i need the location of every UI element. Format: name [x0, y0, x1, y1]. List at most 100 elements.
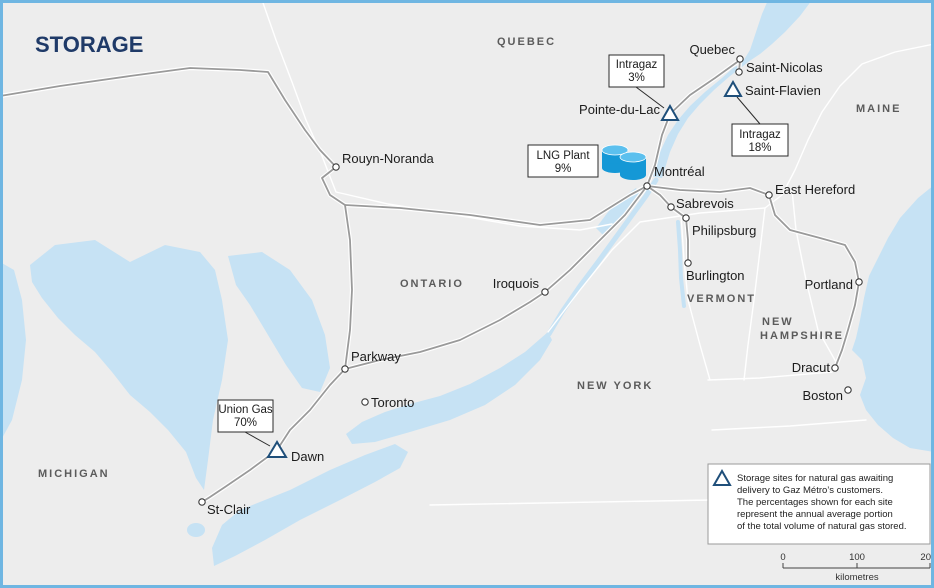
city-dot-icon	[684, 259, 692, 267]
lake-erie	[212, 444, 408, 566]
city-dot-icon	[198, 498, 206, 506]
legend-box	[707, 463, 931, 545]
city-label-burlington: Burlington	[686, 268, 745, 283]
scale-line	[782, 563, 931, 569]
storage-label-saint-flavien: Saint-Flavien	[745, 83, 821, 98]
city-dot-icon	[341, 365, 349, 373]
city-dot-icon	[735, 68, 743, 76]
region-label-michigan: MICHIGAN	[38, 468, 110, 480]
callout-box	[217, 399, 274, 433]
city-dot-icon	[855, 278, 863, 286]
border-ny-vt	[680, 213, 711, 381]
region-label-new-hampshire-line2: HAMPSHIRE	[760, 330, 844, 342]
city-dot-icon	[667, 203, 675, 211]
border-ma-north	[707, 371, 833, 381]
storage-label-dawn: Dawn	[291, 449, 324, 464]
region-label-new-hampshire-line1: NEW	[762, 316, 794, 328]
storage-label-pointe-du-lac: Pointe-du-Lac	[579, 102, 660, 117]
city-label-montreal: Montréal	[654, 164, 705, 179]
georgian-bay	[228, 252, 330, 392]
city-label-portland: Portland	[805, 277, 853, 292]
scale-tick-label: 20	[920, 552, 931, 563]
pipeline-montreal-dracut	[646, 185, 860, 369]
callout-share: 3%	[628, 72, 645, 84]
region-label-vermont: VERMONT	[687, 293, 756, 305]
lng-tank-icon	[601, 144, 647, 180]
city-dot-icon	[361, 398, 369, 406]
callout-connector-union-gas	[244, 431, 271, 447]
legend-line: The percentages shown for each site	[737, 497, 893, 508]
border-ma-south	[711, 419, 867, 431]
pipeline-montreal-quebec	[646, 59, 741, 187]
lake-huron	[30, 240, 228, 490]
callout-lng-plant: LNG Plant 9%	[527, 144, 599, 178]
lake-champlain	[676, 220, 686, 308]
city-dot-icon	[332, 163, 340, 171]
city-label-quebec: Quebec	[689, 42, 735, 57]
city-label-dracut: Dracut	[792, 360, 831, 375]
callout-share: 18%	[748, 142, 771, 154]
pipeline-montreal-burlington	[646, 185, 689, 264]
storage-sites: Pointe-du-Lac Saint-Flavien Dawn	[266, 79, 821, 464]
tank-base	[620, 170, 646, 180]
borders	[261, 0, 934, 506]
scale-unit: kilometres	[835, 572, 879, 583]
region-label-new-york: NEW YORK	[577, 380, 653, 392]
region-label-ontario: ONTARIO	[400, 278, 464, 290]
callout-box	[608, 54, 665, 88]
atlantic-ocean	[852, 185, 934, 452]
callout-operator: LNG Plant	[536, 150, 590, 162]
city-label-iroquois: Iroquois	[493, 276, 540, 291]
callout-union-gas: Union Gas 70%	[217, 399, 274, 433]
callout-share: 9%	[555, 163, 572, 175]
callout-box	[731, 123, 789, 157]
storage-triangle-icon	[712, 468, 732, 486]
border-ny-pa	[429, 499, 713, 506]
border-canada-us	[547, 43, 934, 333]
lake-ontario	[346, 332, 552, 444]
city-markers	[198, 55, 863, 506]
city-label-east-hereford: East Hereford	[775, 182, 855, 197]
border-ontario-quebec	[261, 0, 613, 231]
city-label-toronto: Toronto	[371, 395, 414, 410]
region-labels: QUEBEC MAINE ONTARIO VERMONT NEW HAMPSHI…	[38, 36, 899, 480]
city-label-boston: Boston	[803, 388, 843, 403]
city-dot-icon	[831, 364, 839, 372]
page-title: STORAGE	[35, 32, 143, 57]
callout-share: 70%	[234, 417, 257, 429]
scale-bar: 0 100 20 kilometres	[780, 552, 931, 583]
callout-connectors	[244, 86, 761, 447]
city-dot-icon	[541, 288, 549, 296]
scale-tick-label: 100	[849, 552, 865, 563]
st-lawrence-river-lower	[546, 177, 659, 337]
city-dot-icon	[736, 55, 744, 63]
pipeline-parkway-montreal	[344, 185, 648, 370]
st-lawrence-river-upper	[650, 0, 812, 178]
city-label-rouyn-noranda: Rouyn-Noranda	[342, 151, 435, 166]
callout-connector-intragaz-pointe-du-lac	[635, 86, 665, 109]
lake-michigan	[0, 262, 26, 442]
storage-triangle-icon	[660, 103, 680, 121]
legend-line: Storage sites for natural gas awaiting	[737, 473, 893, 484]
callout-connector-intragaz-saint-flavien	[736, 96, 761, 125]
city-label-sabrevois: Sabrevois	[676, 196, 734, 211]
pipeline-north-bay-montreal	[344, 185, 648, 226]
water-bodies	[0, 0, 934, 566]
tank-top	[601, 144, 629, 156]
city-dot-icon	[844, 386, 852, 394]
city-label-saint-nicolas: Saint-Nicolas	[746, 60, 823, 75]
callout-operator: Intragaz	[616, 59, 658, 71]
city-label-philipsburg: Philipsburg	[692, 223, 756, 238]
city-label-parkway: Parkway	[351, 349, 401, 364]
callout-operator: Union Gas	[218, 404, 273, 416]
tank-top	[619, 151, 647, 163]
city-label-st-clair: St-Clair	[207, 502, 251, 517]
city-dot-icon	[765, 191, 773, 199]
city-dot-icon	[643, 182, 651, 190]
callout-intragaz-saint-flavien: Intragaz 18%	[731, 123, 789, 157]
lake-st-clair	[187, 523, 205, 537]
storage-triangle-icon	[266, 440, 288, 458]
